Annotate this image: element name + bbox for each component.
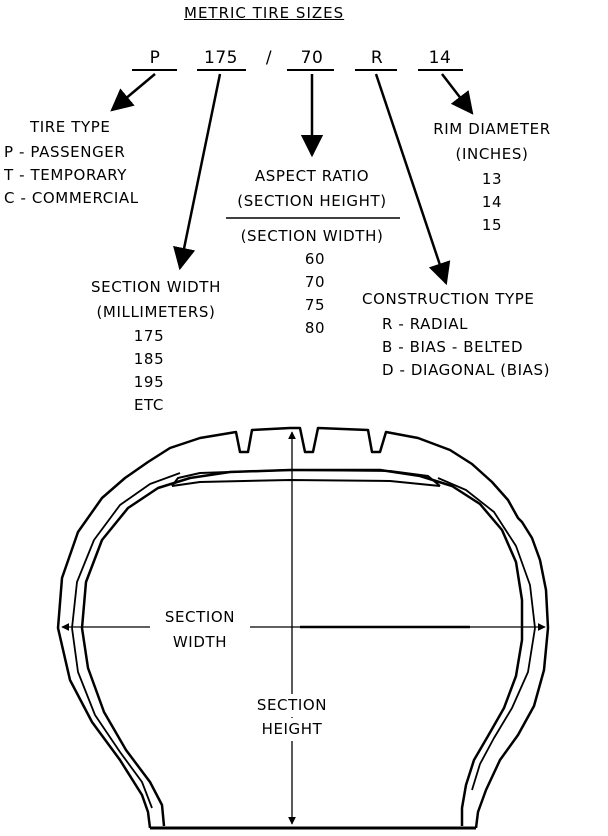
tire-type-heading: TIRE TYPE bbox=[30, 118, 111, 136]
callout-arrows bbox=[110, 73, 474, 286]
diagram-title: METRIC TIRE SIZES bbox=[184, 4, 345, 22]
code-type-letter: P bbox=[149, 48, 161, 68]
arrow-construction-type bbox=[374, 73, 451, 286]
section-width-values: 175 185 195 ETC bbox=[124, 325, 174, 417]
section-width-value: 195 bbox=[133, 373, 165, 391]
construction-type-item: R - RADIAL bbox=[382, 315, 469, 333]
tire-belt-top bbox=[171, 469, 441, 487]
section-width-value: 175 bbox=[133, 327, 165, 345]
aspect-ratio-value: 70 bbox=[304, 273, 326, 291]
aspect-ratio-values: 60 70 75 80 bbox=[292, 248, 338, 340]
construction-type-item: B - BIAS - BELTED bbox=[382, 338, 524, 356]
rim-diameter-value: 14 bbox=[481, 193, 503, 211]
code-ratio-value: 70 bbox=[300, 48, 324, 68]
tire-inner-liner bbox=[80, 468, 524, 827]
rim-diameter-values: 13 14 15 bbox=[468, 168, 516, 237]
aspect-ratio-numerator: (SECTION HEIGHT) bbox=[237, 192, 387, 210]
tire-ply-outer-right bbox=[437, 477, 536, 629]
code-rim-value: 14 bbox=[428, 48, 452, 68]
tire-outer-contour bbox=[56, 426, 550, 829]
tire-ply-lower-left bbox=[71, 627, 153, 809]
tire-ply-lower-right bbox=[471, 627, 536, 791]
aspect-ratio-value: 80 bbox=[304, 319, 326, 337]
aspect-ratio-denominator: (SECTION WIDTH) bbox=[240, 227, 384, 245]
arrow-tire-type bbox=[110, 73, 156, 112]
tire-type-item: T - TEMPORARY bbox=[4, 166, 128, 184]
tire-ply-outer bbox=[71, 472, 181, 629]
code-width-value: 175 bbox=[204, 48, 238, 68]
rim-diameter-value: 13 bbox=[481, 170, 503, 188]
arrow-rim-diameter bbox=[441, 73, 474, 115]
section-height-label-line2: HEIGHT bbox=[242, 718, 342, 741]
section-width-label-line1: SECTION bbox=[150, 606, 250, 629]
construction-type-heading: CONSTRUCTION TYPE bbox=[362, 290, 535, 308]
tire-type-item: P - PASSENGER bbox=[4, 143, 126, 161]
arrow-section-width bbox=[173, 73, 222, 271]
aspect-ratio-value: 60 bbox=[304, 250, 326, 268]
dimension-lines bbox=[61, 431, 546, 825]
code-construction-letter: R bbox=[370, 48, 384, 68]
rim-diameter-heading: RIM DIAMETER bbox=[433, 120, 551, 138]
construction-type-list: R - RADIAL B - BIAS - BELTED D - DIAGONA… bbox=[382, 313, 550, 382]
construction-type-item: D - DIAGONAL (BIAS) bbox=[382, 361, 551, 379]
aspect-ratio-heading: ASPECT RATIO bbox=[254, 167, 370, 185]
section-height-label-line1: SECTION bbox=[242, 694, 342, 717]
tire-type-item: C - COMMERCIAL bbox=[4, 189, 139, 207]
tire-belt-bottom bbox=[171, 479, 441, 487]
section-width-heading: SECTION WIDTH bbox=[91, 278, 221, 296]
section-width-value: 185 bbox=[133, 350, 165, 368]
rim-diameter-value: 15 bbox=[481, 216, 503, 234]
code-slash: / bbox=[265, 48, 273, 68]
section-width-value: ETC bbox=[133, 396, 165, 414]
rim-diameter-unit: (INCHES) bbox=[455, 145, 529, 163]
tire-type-list: P - PASSENGER T - TEMPORARY C - COMMERCI… bbox=[4, 141, 139, 210]
section-width-unit: (MILLIMETERS) bbox=[96, 303, 216, 321]
aspect-ratio-value: 75 bbox=[304, 296, 326, 314]
section-width-label-line2: WIDTH bbox=[172, 633, 228, 651]
